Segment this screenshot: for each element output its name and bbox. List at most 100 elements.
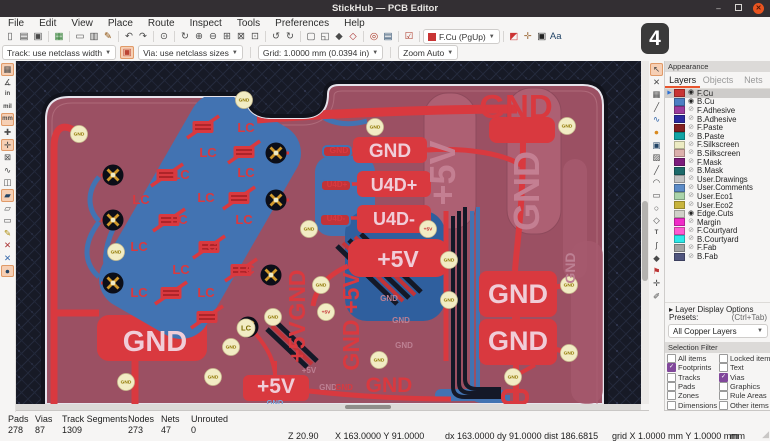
checkbox[interactable]	[719, 354, 728, 364]
eye-off-icon[interactable]: ⊘	[688, 243, 694, 251]
layer-row-b-adhesive[interactable]: ⊘B.Adhesive	[665, 115, 770, 124]
layer-row-b-cu[interactable]: ◉B.Cu	[665, 97, 770, 106]
local-ratsnest-icon[interactable]: ●	[1, 264, 14, 278]
layer-row-f-paste[interactable]: ⊘F.Paste	[665, 123, 770, 132]
unlock-icon[interactable]: ◇	[349, 31, 357, 42]
dimension-icon[interactable]: ◆	[653, 252, 660, 263]
scripting-console-icon[interactable]: ▣	[537, 31, 547, 42]
delete-tool-icon[interactable]: ⚑	[652, 265, 661, 276]
layer-color-swatch[interactable]	[674, 123, 685, 132]
via-gnd[interactable]: GND	[366, 118, 384, 136]
layer-row-user-comments[interactable]: ⊘User.Comments	[665, 183, 770, 192]
via-gnd[interactable]: GND	[107, 243, 125, 261]
rotate-cw-icon[interactable]: ↻	[286, 31, 294, 42]
add-via-icon[interactable]: ●	[653, 126, 660, 137]
new-board-icon[interactable]: ▯	[7, 31, 13, 42]
eye-off-icon[interactable]: ⊘	[688, 252, 694, 260]
filter-vias[interactable]: ✓Vias	[719, 372, 745, 382]
pad-display-icon[interactable]: ✛	[1, 138, 14, 152]
through-hole-pad[interactable]	[102, 272, 124, 294]
tab-objects[interactable]: Objects	[702, 75, 734, 85]
layer-manager-icon[interactable]: ▤	[383, 31, 393, 42]
through-hole-pad[interactable]	[265, 142, 287, 164]
route-tracks-icon[interactable]: ╱	[653, 101, 660, 112]
filter-graphics[interactable]: Graphics	[719, 382, 770, 392]
layer-color-swatch[interactable]	[674, 166, 685, 175]
highlight-net-tool-icon[interactable]: ✕	[652, 76, 661, 87]
filter-zones[interactable]: Zones	[667, 391, 719, 401]
eye-off-icon[interactable]: ⊘	[688, 123, 694, 131]
menu-item-help[interactable]: Help	[344, 17, 365, 29]
filter-dimensions[interactable]: Dimensions	[667, 400, 719, 410]
refresh-icon[interactable]: ↻	[181, 31, 189, 42]
via-gnd[interactable]: GND	[370, 351, 388, 369]
layer-color-swatch[interactable]	[674, 183, 685, 192]
via-gnd[interactable]: GND	[560, 276, 578, 294]
filter-text[interactable]: Text	[719, 363, 770, 373]
layer-color-swatch[interactable]	[674, 192, 685, 201]
draw-arc-icon[interactable]: ◠	[652, 177, 661, 188]
smd-pad[interactable]	[198, 241, 220, 253]
via-gnd[interactable]: GND	[560, 344, 578, 362]
open-board-icon[interactable]: ▤	[19, 31, 29, 42]
page-settings-icon[interactable]: ▭	[75, 31, 85, 42]
layer-color-swatch[interactable]	[674, 226, 685, 235]
layer-color-swatch[interactable]	[674, 132, 685, 141]
filter-footprints[interactable]: ✓Footprints	[667, 363, 712, 373]
diff-pair-icon[interactable]: ∿	[652, 114, 661, 125]
smd-pad[interactable]	[230, 264, 252, 276]
filter-all-items[interactable]: All items	[667, 354, 719, 364]
auto-track-width-icon[interactable]: ▣	[120, 46, 135, 59]
via-display-icon[interactable]: ⊠	[3, 152, 12, 163]
layer-row-user-eco1[interactable]: ⊘User.Eco1	[665, 192, 770, 201]
layer-color-swatch[interactable]	[674, 218, 685, 227]
units-inches-icon[interactable]: in	[4, 91, 11, 98]
eye-off-icon[interactable]: ⊘	[688, 106, 694, 114]
menu-item-route[interactable]: Route	[147, 17, 175, 29]
active-layer-select[interactable]: F.Cu (PgUp)▼	[423, 29, 500, 44]
checkbox[interactable]	[667, 354, 676, 364]
find-icon[interactable]: ⊙	[160, 31, 168, 42]
drill-origin-icon[interactable]: ✛	[652, 278, 661, 289]
close-icon[interactable]: ✕	[753, 3, 764, 14]
layer-row-f-silkscreen[interactable]: ⊘F.Silkscreen	[665, 140, 770, 149]
layer-row-b-mask[interactable]: ⊘B.Mask	[665, 166, 770, 175]
menu-item-view[interactable]: View	[71, 17, 93, 29]
checkbox[interactable]	[667, 400, 676, 410]
layer-row-f-fab[interactable]: ⊘F.Fab	[665, 243, 770, 252]
eye-off-icon[interactable]: ⊘	[688, 226, 694, 234]
checkbox[interactable]	[719, 400, 728, 410]
smd-pad[interactable]	[160, 287, 182, 299]
eye-off-icon[interactable]: ⊘	[688, 175, 694, 183]
checkbox[interactable]	[667, 391, 676, 401]
canvas-vertical-scrollbar[interactable]	[641, 61, 649, 404]
eye-off-icon[interactable]: ⊘	[688, 140, 694, 148]
layer-row-user-eco2[interactable]: ⊘User.Eco2	[665, 201, 770, 210]
tab-nets[interactable]: Nets	[744, 75, 763, 85]
curved-ratsnest-toggle-icon[interactable]: ✕	[3, 252, 12, 263]
draw-spline-icon[interactable]: ʃ	[655, 240, 658, 251]
hide-ratsnest-icon[interactable]: ✕	[3, 240, 12, 251]
layer-row-edge-cuts[interactable]: ◉Edge.Cuts	[665, 209, 770, 218]
through-hole-pad[interactable]	[265, 189, 287, 211]
checkbox[interactable]: ✓	[719, 372, 728, 382]
eye-off-icon[interactable]: ⊘	[688, 192, 694, 200]
layer-row-user-drawings[interactable]: ⊘User.Drawings	[665, 175, 770, 184]
footprint-anchor-icon[interactable]: ▦	[652, 89, 661, 100]
via-size-select[interactable]: Via: use netclass sizes▼	[138, 45, 243, 60]
layer-color-swatch[interactable]	[674, 175, 685, 184]
zoom-select[interactable]: Zoom Auto▼	[398, 45, 459, 60]
through-hole-pad[interactable]	[102, 164, 124, 186]
maximize-icon[interactable]	[733, 3, 744, 14]
layer-color-swatch[interactable]	[674, 115, 685, 124]
undo-icon[interactable]: ↶	[125, 31, 133, 42]
menu-item-preferences[interactable]: Preferences	[275, 17, 330, 29]
tab-layers[interactable]: Layers	[665, 74, 701, 88]
select-tool-icon[interactable]: ↖	[650, 63, 663, 76]
layer-row-b-paste[interactable]: ⊘B.Paste	[665, 132, 770, 141]
minimize-icon[interactable]: –	[716, 4, 721, 13]
eye-icon[interactable]: ◉	[687, 97, 695, 105]
eye-icon[interactable]: ◉	[687, 89, 695, 97]
eye-icon[interactable]: ◉	[687, 209, 695, 217]
via-gnd[interactable]: GND	[558, 117, 576, 135]
